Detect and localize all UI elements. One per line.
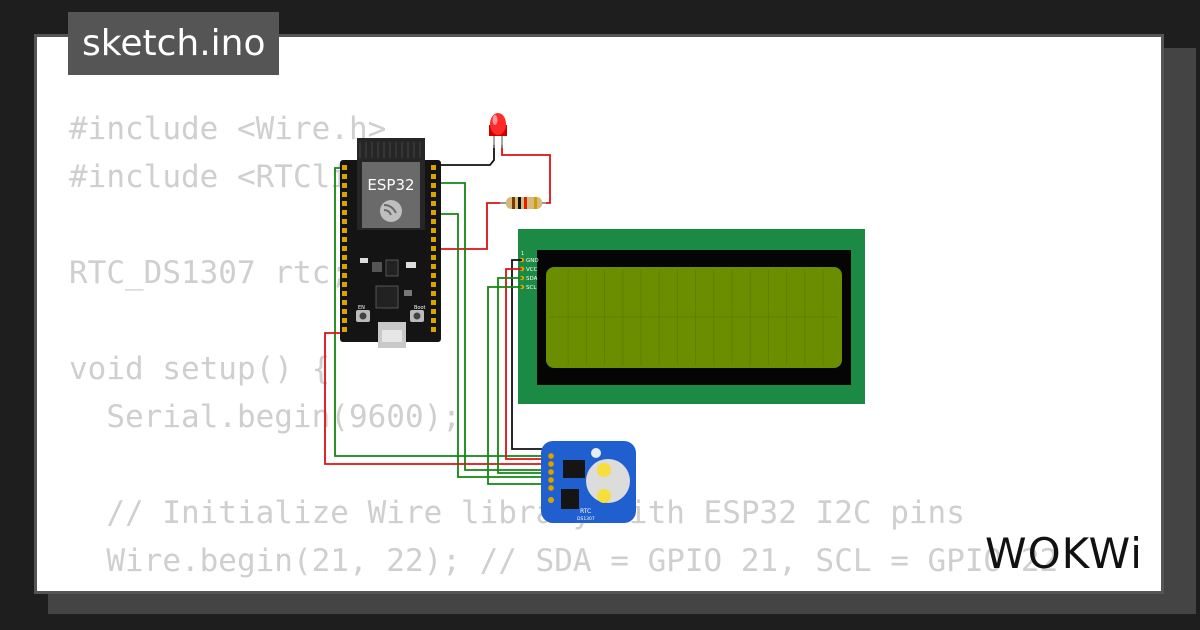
- esp32-pin: [342, 228, 347, 233]
- lcd-pin-label: SDA: [526, 276, 538, 282]
- esp32-pin: [431, 210, 436, 215]
- esp32-pin: [431, 228, 436, 233]
- file-tab-label: sketch.ino: [82, 23, 266, 64]
- esp32-label: ESP32: [367, 176, 414, 194]
- lcd-display[interactable]: 1 GND VCC SDA SCL: [518, 229, 865, 404]
- espressif-logo: [380, 200, 402, 222]
- file-tab[interactable]: sketch.ino: [68, 12, 280, 75]
- led-red[interactable]: [489, 113, 507, 148]
- esp32-pin: [431, 237, 436, 242]
- lcd-pin-marker: 1: [521, 251, 524, 257]
- esp32-pin: [431, 201, 436, 206]
- lcd-pin-label: SCL: [526, 285, 537, 291]
- esp32-pin: [431, 327, 436, 332]
- resistor[interactable]: [500, 197, 546, 209]
- esp32-pin: [431, 219, 436, 224]
- esp32-pin: [431, 174, 436, 179]
- boot-label: Boot: [414, 305, 426, 311]
- esp32-pin: [431, 300, 436, 305]
- wokwi-logo-text: WOKWi: [985, 529, 1143, 578]
- esp32-pin: [342, 273, 347, 278]
- esp32-pin: [431, 318, 436, 323]
- rtc-sublabel: DS1307: [577, 516, 595, 522]
- adafruit-logo: [591, 448, 601, 458]
- esp32-pin: [342, 309, 347, 314]
- rtc-module[interactable]: RTC DS1307: [541, 441, 636, 523]
- esp32-pin: [342, 300, 347, 305]
- esp32-pin: [342, 237, 347, 242]
- esp32-pin: [431, 264, 436, 269]
- esp32-pin: [431, 273, 436, 278]
- esp32-pin: [431, 246, 436, 251]
- esp32-pin: [342, 201, 347, 206]
- esp32-board[interactable]: ESP32 Boot EN: [340, 138, 441, 348]
- code-line: void setup() {: [69, 351, 331, 387]
- esp32-pin: [342, 174, 347, 179]
- esp32-pin: [342, 210, 347, 215]
- esp32-pin: [342, 264, 347, 269]
- esp32-pin: [342, 246, 347, 251]
- en-label: EN: [358, 305, 365, 311]
- esp32-pin: [342, 219, 347, 224]
- esp32-pin: [431, 309, 436, 314]
- wokwi-logo: WOKWi: [985, 529, 1143, 578]
- esp32-pin: [431, 183, 436, 188]
- esp32-pin: [342, 282, 347, 287]
- esp32-pin: [431, 291, 436, 296]
- esp32-pin: [342, 165, 347, 170]
- rtc-label: RTC: [580, 508, 591, 515]
- code-preview: #include <Wire.h>#include <RTClib.h>​RTC…: [69, 105, 1059, 591]
- wires: [324, 145, 551, 485]
- esp32-pin: [431, 255, 436, 260]
- code-line: Serial.begin(9600);: [69, 399, 461, 435]
- esp32-pin: [431, 282, 436, 287]
- esp32-pin: [342, 318, 347, 323]
- esp32-pin: [342, 327, 347, 332]
- esp32-pin: [342, 291, 347, 296]
- lcd-pin-label: GND: [526, 258, 539, 264]
- esp32-pin: [431, 192, 436, 197]
- lcd-pin-label: VCC: [526, 267, 538, 273]
- esp32-pin: [342, 192, 347, 197]
- esp32-pin: [431, 165, 436, 170]
- code-line: // Initialize Wire library with ESP32 I2…: [69, 495, 965, 531]
- esp32-pin: [342, 183, 347, 188]
- code-line: Wire.begin(21, 22); // SDA = GPIO 21, SC…: [69, 543, 1059, 579]
- rtc-chip: [563, 460, 585, 478]
- rtc-crystal: [561, 489, 579, 509]
- code-line: RTC_DS1307 rtc;: [69, 255, 349, 291]
- esp32-pin: [342, 255, 347, 260]
